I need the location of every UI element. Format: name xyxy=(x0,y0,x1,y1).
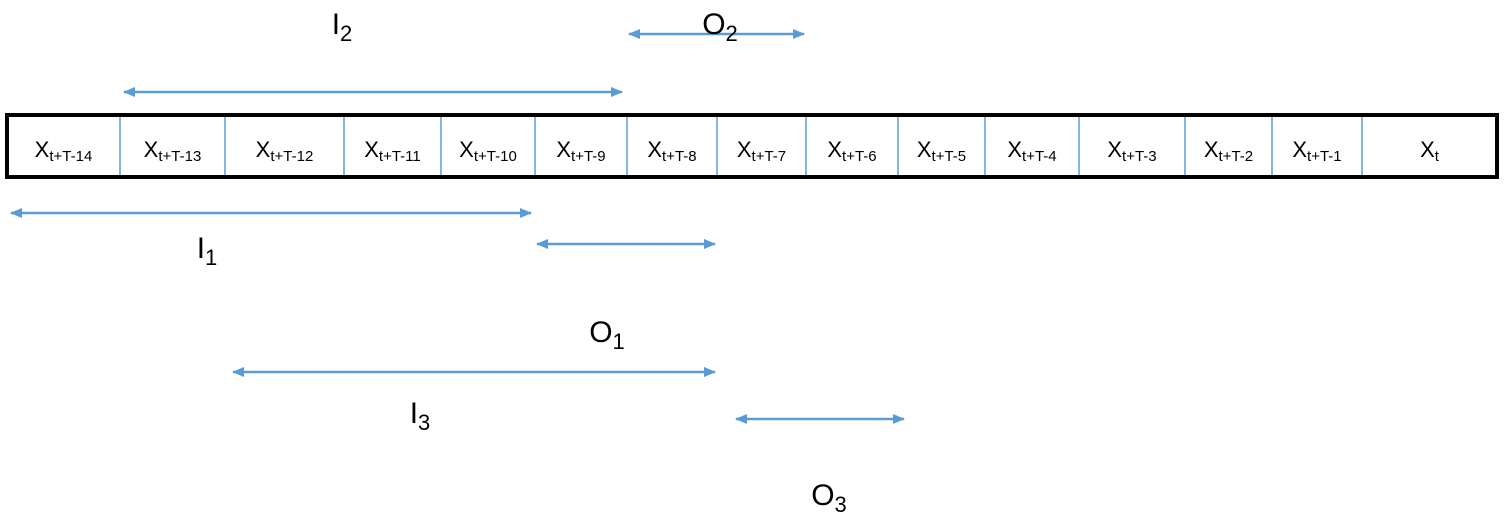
sequence-border xyxy=(5,113,1499,179)
cell-label-base: X xyxy=(827,137,842,162)
window-label-base: I xyxy=(197,232,205,265)
sequence-cell-label: Xt+T-11 xyxy=(364,137,421,165)
cell-label-subscript: t+T-6 xyxy=(842,148,877,165)
cell-label-subscript: t+T-12 xyxy=(270,148,313,165)
cell-dividers xyxy=(119,117,1363,175)
sequence-cell-label: Xt+T-12 xyxy=(256,137,314,165)
cell-label-base: X xyxy=(647,137,662,162)
cell-label-base: X xyxy=(556,137,571,162)
cell-label-subscript: t xyxy=(1435,148,1440,165)
window-label-i3: I3 xyxy=(410,397,431,435)
cell-label-base: X xyxy=(737,137,752,162)
window-i2: I2 xyxy=(123,8,623,97)
cell-label-base: X xyxy=(1204,137,1219,162)
sequence-cell-label: Xt+T-1 xyxy=(1292,137,1341,165)
window-label-i1: I1 xyxy=(197,232,218,270)
window-o2: O2 xyxy=(628,8,805,46)
window-label-subscript: 1 xyxy=(205,245,217,270)
cell-label-base: X xyxy=(1420,137,1435,162)
sequence-cell-label: Xt+T-13 xyxy=(144,137,202,165)
sequence-cell-label: Xt+T-4 xyxy=(1007,137,1056,165)
window-label-base: O xyxy=(702,8,725,41)
window-label-subscript: 2 xyxy=(340,21,352,46)
cell-label-base: X xyxy=(1292,137,1307,162)
window-label-base: I xyxy=(410,397,418,430)
window-o1: O1 xyxy=(536,239,716,354)
cell-label-base: X xyxy=(256,137,271,162)
cell-label-subscript: t+T-5 xyxy=(932,148,967,165)
cell-label-base: X xyxy=(1007,137,1022,162)
window-i1: I1 xyxy=(10,208,532,270)
window-label-subscript: 2 xyxy=(726,21,738,46)
window-label-o1: O1 xyxy=(589,316,625,354)
window-label-o3: O3 xyxy=(811,479,847,514)
sequence-cell-label: Xt+T-10 xyxy=(459,137,517,165)
cell-label-base: X xyxy=(144,137,159,162)
window-label-subscript: 3 xyxy=(418,410,430,435)
cell-label-subscript: t+T-10 xyxy=(474,148,517,165)
cell-label-subscript: t+T-7 xyxy=(752,148,787,165)
cell-label-base: X xyxy=(917,137,932,162)
sequence-cell-label: Xt+T-14 xyxy=(35,137,93,165)
sequence-cell-label: Xt+T-2 xyxy=(1204,137,1253,165)
window-i3: I3 xyxy=(232,367,716,435)
cell-label-subscript: t+T-14 xyxy=(49,148,92,165)
sequence-cell-label: Xt xyxy=(1420,137,1440,165)
sequence-cell-label: Xt+T-6 xyxy=(827,137,876,165)
sequence-cell-label: Xt+T-7 xyxy=(737,137,786,165)
window-label-base: O xyxy=(811,479,834,512)
window-label-base: I xyxy=(332,8,340,41)
cell-label-base: X xyxy=(364,137,379,162)
cell-label-subscript: t+T-4 xyxy=(1022,148,1057,165)
cell-label-subscript: t+T-2 xyxy=(1219,148,1254,165)
window-o3: O3 xyxy=(735,414,905,514)
cell-label-subscript: t+T-8 xyxy=(662,148,697,165)
cell-label-subscript: t+T-9 xyxy=(571,148,606,165)
cell-label-base: X xyxy=(459,137,474,162)
sequence-cell-label: Xt+T-8 xyxy=(647,137,696,165)
window-label-i2: I2 xyxy=(332,8,353,46)
sequence-cell-label: Xt+T-9 xyxy=(556,137,605,165)
window-label-subscript: 3 xyxy=(835,492,847,514)
sequence-cell-label: Xt+T-3 xyxy=(1107,137,1156,165)
cell-label-subscript: t+T-11 xyxy=(379,148,421,165)
window-label-base: O xyxy=(589,316,612,349)
cell-label-base: X xyxy=(35,137,50,162)
window-label-subscript: 1 xyxy=(613,329,625,354)
sequence-cell-label: Xt+T-5 xyxy=(917,137,966,165)
cell-label-base: X xyxy=(1107,137,1122,162)
cell-label-subscript: t+T-3 xyxy=(1122,148,1157,165)
cell-label-subscript: t+T-13 xyxy=(158,148,201,165)
cell-label-subscript: t+T-1 xyxy=(1307,148,1342,165)
window-label-o2: O2 xyxy=(702,8,738,46)
